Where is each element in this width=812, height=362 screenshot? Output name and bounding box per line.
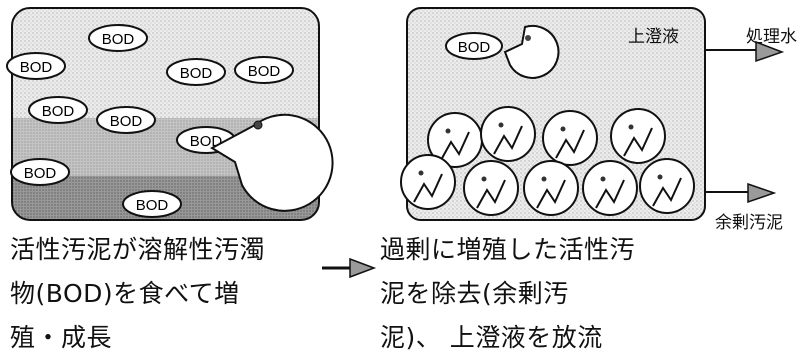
- left-caption: 活性汚泥が溶解性汚濁 物(BOD)を食べて増 殖・成長: [10, 228, 265, 360]
- bod-bubble: BOD: [166, 58, 226, 86]
- sludge-organism: [639, 158, 695, 214]
- sludge-organism: [503, 24, 560, 79]
- bod-label: BOD: [180, 65, 213, 82]
- bod-bubble: BOD: [6, 52, 66, 80]
- bod-label: BOD: [42, 103, 75, 120]
- bod-label: BOD: [458, 39, 491, 56]
- left-caption-line: 物(BOD)を食べて増: [10, 279, 240, 308]
- bod-bubble: BOD: [96, 106, 156, 134]
- supernatant-arrow: [705, 40, 785, 63]
- sludge-organism: [542, 110, 598, 166]
- sludge-organism: [610, 108, 666, 164]
- bod-bubble: BOD: [28, 96, 88, 124]
- bod-label: BOD: [110, 113, 143, 130]
- process-arrow: [322, 257, 377, 279]
- left-caption-line: 活性汚泥が溶解性汚濁: [10, 235, 266, 264]
- bod-label: BOD: [24, 165, 57, 182]
- sludge-organism: [480, 106, 536, 162]
- excess-sludge-arrow: [705, 182, 777, 204]
- sludge-organism: [582, 160, 638, 216]
- supernatant-label: 上澄液: [628, 27, 679, 47]
- activated-sludge-organism: [209, 113, 334, 212]
- bod-label: BOD: [248, 63, 281, 80]
- left-caption-line: 殖・成長: [10, 323, 113, 352]
- treated-water-label: 処理水: [746, 27, 797, 47]
- bod-bubble: BOD: [445, 32, 503, 60]
- right-caption-line: 過剰に増殖した活性汚: [380, 235, 636, 264]
- bod-label: BOD: [20, 59, 53, 76]
- bod-label: BOD: [102, 31, 135, 48]
- right-caption-line: 泥)、 上澄液を放流: [380, 323, 603, 352]
- sludge-organism: [523, 160, 579, 216]
- bod-bubble: BOD: [10, 158, 70, 186]
- excess-sludge-label: 余剰汚泥: [715, 213, 783, 233]
- bod-label: BOD: [136, 197, 169, 214]
- sludge-organism: [400, 154, 456, 210]
- bod-bubble: BOD: [122, 190, 182, 218]
- right-caption: 過剰に増殖した活性汚 泥を除去(余剰汚 泥)、 上澄液を放流: [380, 228, 635, 360]
- bod-bubble: BOD: [234, 56, 294, 84]
- sludge-organism: [463, 160, 519, 216]
- bod-bubble: BOD: [88, 24, 148, 52]
- right-caption-line: 泥を除去(余剰汚: [380, 279, 569, 308]
